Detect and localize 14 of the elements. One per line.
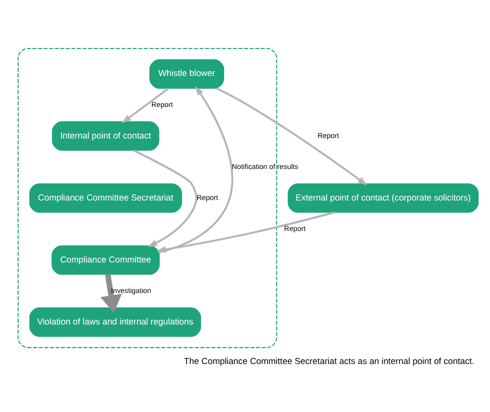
- node-box: Whistle blower: [149, 59, 224, 89]
- arrow: [159, 86, 234, 254]
- arrow: [133, 150, 198, 247]
- arrow: [156, 211, 335, 253]
- cluster: [18, 48, 278, 348]
- arrow: [216, 87, 368, 186]
- arrow: [122, 88, 170, 124]
- caption: The Compliance Committee Secretariat acts as an internal point of contact.: [184, 356, 474, 366]
- node-box: Compliance Committee Secretariat: [29, 183, 182, 213]
- arrow: [100, 274, 122, 313]
- node-box: Internal point of contact: [52, 121, 160, 151]
- node-box: Violation of laws and internal regulations: [29, 307, 202, 337]
- node-box: External point of contact (corporate solicitors): [288, 183, 479, 213]
- node-box: Compliance Committee: [52, 245, 160, 275]
